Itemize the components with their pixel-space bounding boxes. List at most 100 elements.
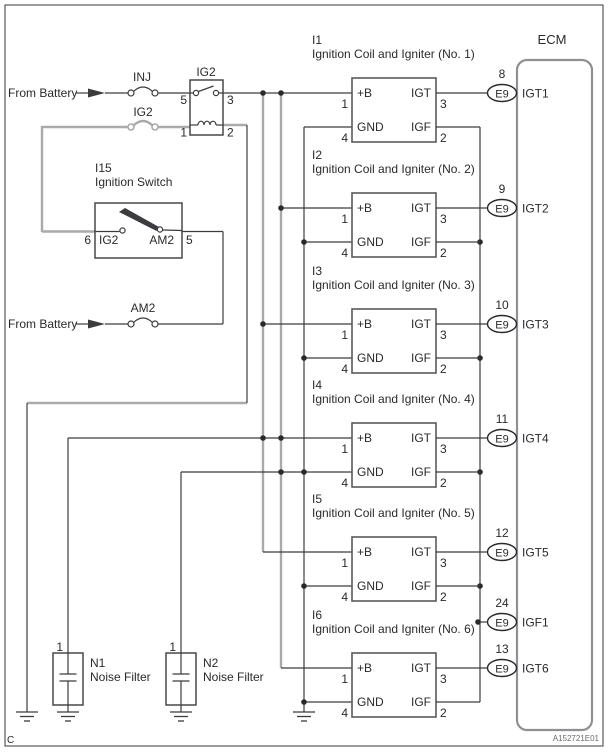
pin-gnd-label: GND [357,120,384,134]
ecm-connector-oval [486,612,518,632]
ecm-pin-number: 10 [495,298,509,312]
coil-box [351,536,437,602]
ignition-coil-block: I4 Ignition Coil and Igniter (No. 4) +B … [312,378,549,490]
coil-id: I5 [312,492,322,506]
pin-igt-label: IGT [411,431,432,445]
fuse-inj-icon [127,86,159,97]
pin-gnd-label: GND [357,351,384,365]
pin-number-4: 4 [341,590,348,604]
ignition-coil-block: I1 Ignition Coil and Igniter (No. 1) +B … [312,33,549,145]
ground-icon [16,711,38,722]
pin-number-3: 3 [440,212,447,226]
capacitor-icon [59,653,77,705]
pin-number-1: 1 [341,212,348,226]
ecm-pin-number: 11 [496,412,509,426]
connector-code: E9 [495,618,508,630]
battery-feed-2: From Battery AM2 [8,301,159,331]
switch-contact-ig2: IG2 [99,233,119,247]
black-wires [26,92,488,712]
relay-pin-1: 1 [180,126,187,140]
relay-coil-icon [190,120,223,126]
ignition-coil-block: I5 Ignition Coil and Igniter (No. 5) +B … [312,492,549,604]
coil-name: Ignition Coil and Igniter (No. 4) [312,392,475,406]
pin-b-label: +B [357,431,372,445]
ecm-connector-oval [486,198,518,218]
pin-igt-label: IGT [411,317,432,331]
coil-id: I4 [312,378,322,392]
pin-number-4: 4 [341,131,348,145]
capacitor-icon [172,653,190,705]
relay-pin-5: 5 [180,93,187,107]
switch-pin-5: 5 [186,233,193,247]
coil-id: I3 [312,264,322,278]
coil-box [351,422,437,488]
switch-pin-6: 6 [84,233,91,247]
page-border [4,4,604,747]
relay-pin-2: 2 [227,126,234,140]
pin-gnd-label: GND [357,465,384,479]
ecm: ECM [515,32,594,732]
ignition-switch: I15 Ignition Switch 6 5 IG2 AM2 [84,161,193,259]
pin-igt-label: IGT [411,86,432,100]
relay-name: IG2 [196,65,216,79]
coil-id: I2 [312,148,322,162]
battery-arrow-icon [88,88,105,98]
pin-gnd-label: GND [357,235,384,249]
battery-feed-1: From Battery INJ [8,70,159,100]
connector-code: E9 [495,204,508,216]
noise-filter-n1: 1 N1 Noise Filter [52,640,151,706]
pin-number-4: 4 [341,476,348,490]
pin-igt-label: IGT [411,545,432,559]
pin-number-4: 4 [341,362,348,376]
pin-number-2: 2 [440,590,447,604]
pin-b-label: +B [357,86,372,100]
filter-name: Noise Filter [90,670,151,684]
ecm-pin-number: 24 [495,596,509,610]
ecm-pin-label: IGT6 [522,662,549,676]
switch-id: I15 [95,161,112,175]
pin-number-1: 1 [341,556,348,570]
pin-number-2: 2 [440,131,447,145]
ground-icon [170,711,192,722]
relay-pin-3: 3 [227,93,234,107]
ecm-pin-label: IGT5 [522,546,549,560]
ecm-connector-oval [486,542,518,562]
coil-name: Ignition Coil and Igniter (No. 2) [312,162,475,176]
connector-code: E9 [495,664,508,676]
ecm-connector-oval [486,428,518,448]
pin-gnd-label: GND [357,695,384,709]
fuse-ig2: IG2 [127,105,159,131]
fuse-inj-label: INJ [133,70,151,84]
pin-number-2: 2 [440,706,447,720]
pin-number-1: 1 [341,672,348,686]
coil-id: I6 [312,608,322,622]
pin-number-1: 1 [341,97,348,111]
connector-code: E9 [495,89,508,101]
ground-icon [57,711,79,722]
filter-pin-1: 1 [169,640,176,654]
fuse-ig2-icon [127,119,159,131]
coil-box [351,308,437,374]
pin-gnd-label: GND [357,579,384,593]
from-battery-label: From Battery [8,317,77,331]
coil-name: Ignition Coil and Igniter (No. 1) [312,47,475,61]
battery-arrow-icon [88,319,105,329]
pin-igt-label: IGT [411,661,432,675]
ecm-connector-oval [486,314,518,334]
filter-name: Noise Filter [203,670,264,684]
ecm-pin-label: IGT1 [522,87,549,101]
pin-number-3: 3 [440,328,447,342]
pin-b-label: +B [357,661,372,675]
connector-code: E9 [495,434,508,446]
pin-number-3: 3 [440,556,447,570]
pin-number-3: 3 [440,97,447,111]
relay-box [189,79,224,136]
ecm-pin-label: IGT3 [522,318,549,332]
pin-igf-label: IGF [411,235,431,249]
from-battery-label: From Battery [8,86,77,100]
connector-code: E9 [495,320,508,332]
coil-id: I1 [312,33,322,47]
switch-lever-icon [95,208,183,234]
